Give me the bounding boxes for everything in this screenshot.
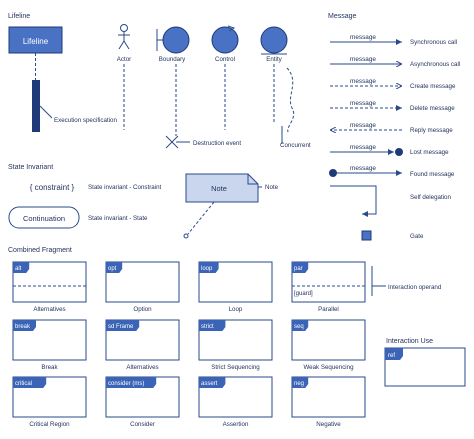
message-create[interactable]: message [330,78,402,86]
message-found[interactable]: message [329,165,402,177]
boundary-label: Boundary [159,56,186,63]
note-text: Note [211,184,227,193]
section-title-message: Message [328,13,357,20]
control-shape[interactable] [211,25,239,130]
fragment-caption: Consider [130,421,155,428]
fragment-tab: assert [201,381,218,387]
message-label-reply: Reply message [410,127,453,134]
execution-spec-label: Execution specification [54,117,118,124]
message-text: message [350,78,376,85]
gate-shape[interactable] [361,230,372,241]
fragment-caption: Weak Sequencing [303,364,354,371]
self-delegation-label: Self delegation [410,194,451,201]
destruction-event-label: Destruction event [193,140,241,147]
interaction-use-shape[interactable]: ref [384,347,466,387]
combined-fragment-9[interactable]: consider (ms) Consider [105,376,180,428]
message-text: message [350,165,376,172]
execution-specification-bar [32,80,40,132]
fragment-tab: par [294,266,303,272]
fragment-caption: Strict Sequencing [211,364,260,371]
message-asynchronous[interactable]: message [330,56,402,64]
message-text: message [350,122,376,129]
fragment-caption: Break [41,364,58,371]
fragment-tab: sd Frame [108,324,134,330]
fragment-tab: neg [294,381,304,387]
note-shape[interactable]: Note [183,173,259,239]
message-label-lost: Lost message [410,149,449,156]
actor-shape[interactable] [118,24,130,131]
entity-shape[interactable] [260,26,295,133]
message-label-found: Found message [410,171,455,178]
control-label: Control [215,56,235,63]
boundary-shape[interactable] [156,26,190,149]
message-text: message [350,34,376,41]
fragment-tab: loop [201,266,213,272]
fragment-caption: Option [133,306,152,313]
concurrent-label: Concurrent [280,142,311,149]
message-label-asynchronous: Asynchronous call [410,61,460,68]
fragment-tab: break [15,324,31,330]
fragment-caption: Assertion [223,421,249,428]
fragment-caption: Alternatives [126,364,158,371]
fragment-tab: critical [15,381,32,387]
fragment-tab: strict [201,324,214,330]
note-label: Note [265,184,279,191]
combined-fragment-3[interactable]: par [guard] Parallel [291,261,366,313]
interaction-use-tab: ref [388,353,395,359]
message-synchronous[interactable]: message [330,34,402,45]
fragment-caption: Negative [316,421,341,428]
section-title-combined-fragment: Combined Fragment [8,247,72,254]
continuation-label: State invariant - State [88,215,148,222]
message-label-create: Create message [410,83,456,90]
message-text: message [350,100,376,107]
message-text: message [350,144,376,151]
message-lost[interactable]: message [330,144,403,156]
fragment-guard: [guard] [294,291,313,297]
message-text: message [350,56,376,63]
lifeline-box-label: Lifeline [23,37,49,46]
section-title-state-invariant: State Invariant [8,164,53,171]
message-label-delete: Delete message [410,105,455,112]
actor-label: Actor [117,56,131,63]
section-title-lifeline: Lifeline [8,13,30,20]
continuation-shape[interactable]: Continuation [8,206,80,229]
message-label-synchronous: Synchronous call [410,39,457,46]
gate-label: Gate [410,233,424,240]
fragment-tab: opt [108,266,117,272]
constraint-label: State invariant - Constraint [88,184,162,191]
section-title-interaction-use: Interaction Use [386,338,433,345]
lifeline-shape[interactable]: Lifeline [8,26,63,132]
fragment-caption: Loop [229,306,243,313]
message-reply[interactable]: message [330,122,402,130]
constraint-shape[interactable]: { constraint } [30,183,75,192]
fragment-caption: Alternatives [33,306,65,313]
interaction-operand-label: Interaction operand [388,284,442,291]
fragment-tab: consider (ms) [108,381,144,387]
fragment-tab: alt [15,266,22,272]
fragment-caption: Critical Region [29,421,70,428]
self-delegation-shape[interactable] [330,185,377,217]
fragment-tab: seq [294,324,304,330]
fragment-caption: Parallel [318,306,339,313]
continuation-text: Continuation [23,214,65,223]
message-delete[interactable]: message [330,100,402,111]
entity-label: Entity [266,56,282,63]
